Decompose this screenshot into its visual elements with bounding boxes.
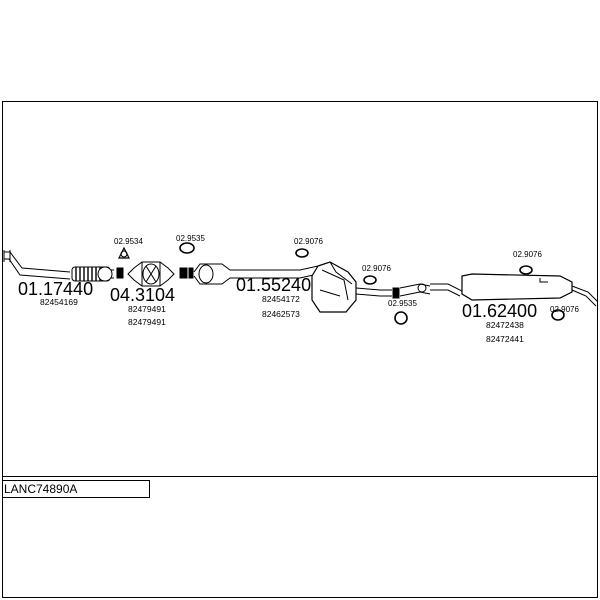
clamp-b [179,267,188,279]
fitting-label-c: 02.9076 [294,237,323,246]
part-ref-catalyst-1: 82479491 [128,304,166,314]
clamp-a [116,267,124,279]
connector-pipe [355,283,431,299]
clamp-g [551,309,565,321]
clamp-d [363,275,377,285]
part-number-front-pipe: 01.17440 [18,279,93,299]
part-ref-front-pipe: 82454169 [40,297,78,307]
diagram-code-box [2,480,150,498]
rear-silencer [430,273,599,307]
fitting-label-e: 02.9535 [388,299,417,308]
fitting-label-d: 02.9076 [362,264,391,273]
fitting-label-a: 02.9534 [114,237,143,246]
fitting-label-g: 02.9076 [550,305,579,314]
fitting-label-b: 02.9535 [176,234,205,243]
gasket-a [118,246,130,259]
clamp-f [519,265,533,275]
fitting-label-f: 02.9076 [513,250,542,259]
gasket-b [179,242,195,254]
frame-divider [2,476,598,477]
part-ref-catalyst-2: 82479491 [128,317,166,327]
part-ref-rear-2: 82472441 [486,334,524,344]
gasket-e [394,311,408,325]
part-number-catalyst: 04.3104 [110,285,175,305]
part-number-middle: 01.55240 [236,275,311,295]
diagram-frame [2,101,598,598]
clamp-c [295,248,309,258]
clamp-b2 [188,267,194,279]
diagram-code: LANC74890A [4,482,78,496]
part-ref-middle-1: 82454172 [262,294,300,304]
front-pipe [3,250,114,282]
part-number-rear: 01.62400 [462,301,537,321]
catalytic-converter [127,261,175,287]
part-ref-rear-1: 82472438 [486,320,524,330]
middle-silencer-pipe [193,261,357,313]
part-ref-middle-2: 82462573 [262,309,300,319]
